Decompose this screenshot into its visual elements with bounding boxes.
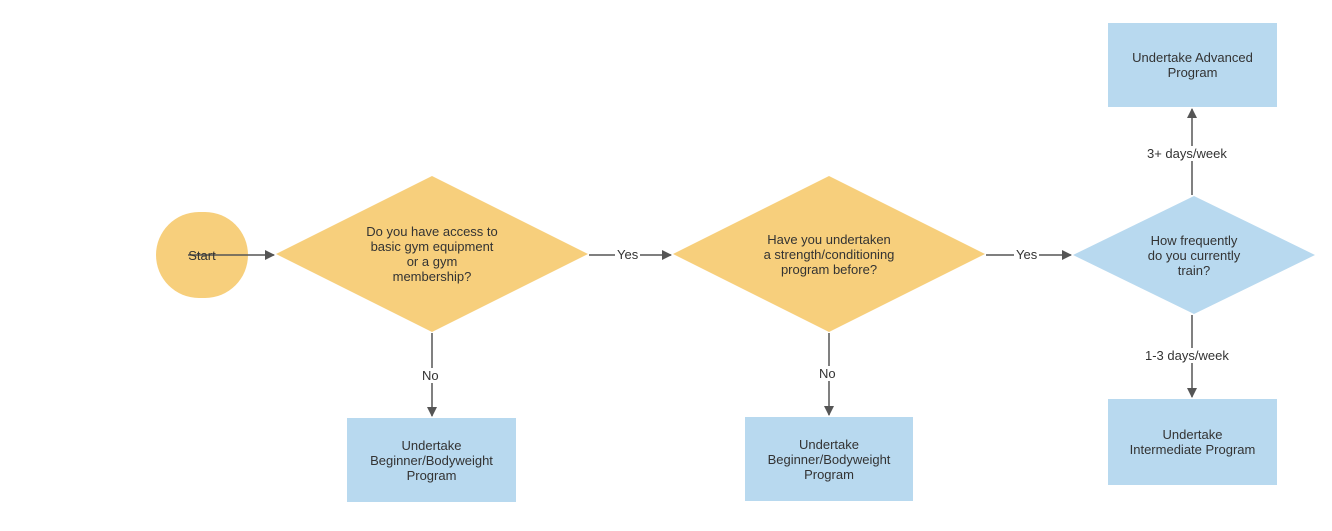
frequency-question: How frequently do you currently train? xyxy=(1147,232,1241,278)
prior-program-decision xyxy=(673,176,985,332)
edge-label-freq-high: 3+ days/week xyxy=(1145,146,1229,161)
prior-program-question: Have you undertaken a strength/condition… xyxy=(763,231,895,277)
edge-label-gym-yes: Yes xyxy=(615,247,641,262)
edge-label-prior-no: No xyxy=(817,366,838,381)
frequency-decision xyxy=(1073,196,1315,314)
intermediate-program-label: Undertake Intermediate Program xyxy=(1129,427,1256,457)
start-label: Start xyxy=(188,247,216,263)
gym-access-decision xyxy=(276,176,588,332)
beginner-program-label-1: Undertake Beginner/Bodyweight Program xyxy=(370,437,493,483)
edge-label-gym-no: No xyxy=(420,368,441,383)
gym-access-question: Do you have access to basic gym equipmen… xyxy=(366,224,498,284)
intermediate-program-box xyxy=(1108,399,1277,485)
edge-label-freq-low: 1-3 days/week xyxy=(1143,348,1231,363)
beginner-program-label-2: Undertake Beginner/Bodyweight Program xyxy=(767,436,891,482)
advanced-program-box xyxy=(1108,23,1277,107)
edge-label-prior-yes: Yes xyxy=(1014,247,1040,262)
advanced-program-label: Undertake Advanced Program xyxy=(1132,50,1253,80)
beginner-program-box-2 xyxy=(745,417,913,501)
beginner-program-box-1 xyxy=(347,418,516,502)
